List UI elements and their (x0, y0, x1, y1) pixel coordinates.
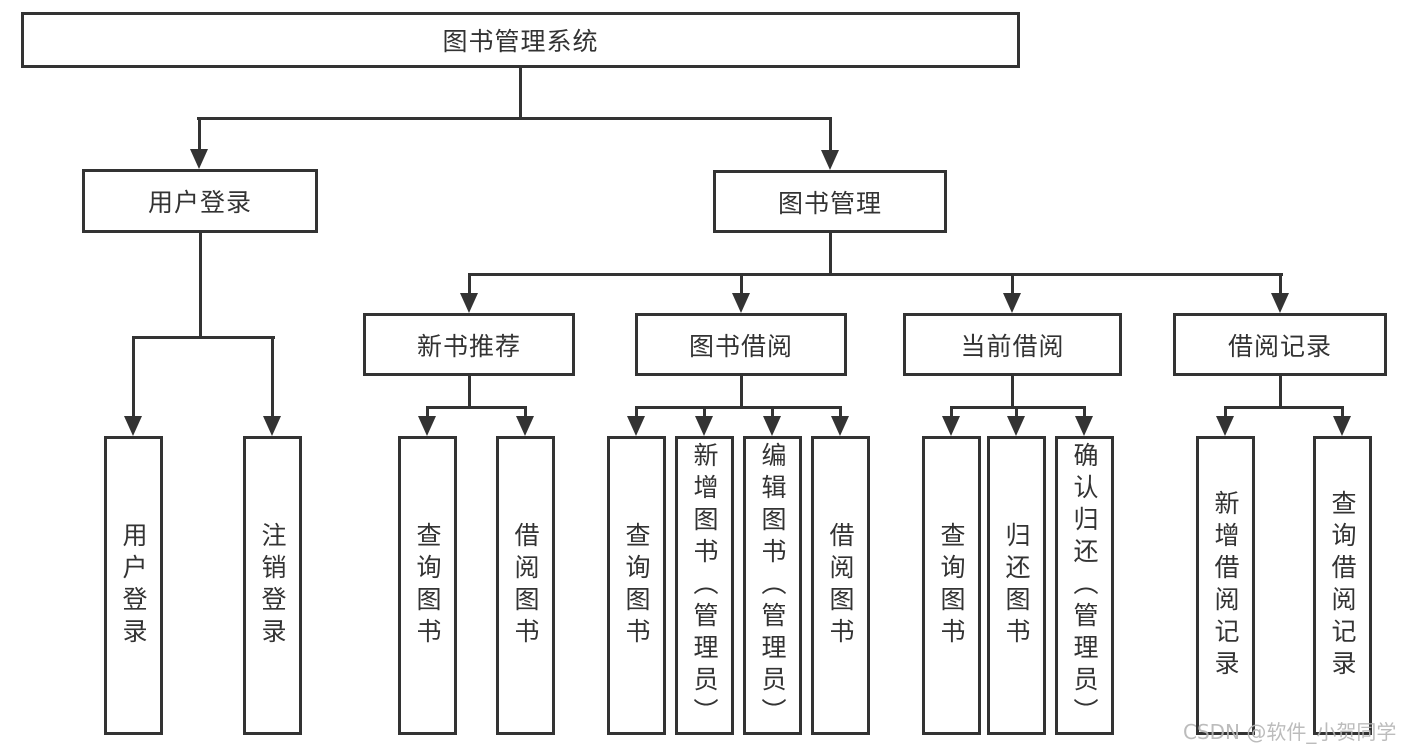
leaf-bb-edit-book: 编辑图书（管理员） (743, 436, 802, 735)
leaf-bb-borrow-book-label: 借阅图书 (826, 521, 855, 650)
node-borrow-record: 借阅记录 (1173, 313, 1387, 376)
connector-nbr-hline (425, 406, 527, 409)
node-book-borrow: 图书借阅 (635, 313, 847, 376)
arrow-to-nbr-borrow (516, 408, 534, 436)
leaf-cb-return-book: 归还图书 (987, 436, 1046, 735)
leaf-br-query-record: 查询借阅记录 (1313, 436, 1372, 735)
node-root-label: 图书管理系统 (442, 27, 599, 56)
leaf-br-add-record: 新增借阅记录 (1196, 436, 1255, 735)
arrowhead-icon (516, 416, 534, 436)
arrow-to-book-mgmt (821, 119, 839, 170)
node-book-mgmt: 图书管理 (713, 170, 947, 233)
node-root: 图书管理系统 (21, 12, 1020, 68)
arrowhead-icon (1003, 293, 1021, 313)
arrowhead-icon (190, 149, 208, 169)
arrowhead-icon (1271, 293, 1289, 313)
arrowhead-icon (1007, 416, 1025, 436)
arrow-to-cb-query (942, 408, 960, 436)
leaf-nbr-borrow-book-label: 借阅图书 (511, 521, 540, 650)
arrowhead-icon (263, 416, 281, 436)
arrow-to-book-borrow (732, 275, 750, 313)
connector-br-hline (1223, 406, 1344, 409)
leaf-logout: 注销登录 (243, 436, 302, 735)
arrowhead-icon (763, 416, 781, 436)
leaf-br-add-record-label: 新增借阅记录 (1211, 489, 1240, 682)
leaf-bb-add-book: 新增图书（管理员） (675, 436, 734, 735)
arrowhead-icon (460, 293, 478, 313)
watermark: CSDN @软件_小贺同学 (1183, 720, 1397, 744)
arrow-to-bb-query (627, 408, 645, 436)
arrow-to-bb-edit (763, 408, 781, 436)
leaf-nbr-borrow-book: 借阅图书 (496, 436, 555, 735)
arrow-to-borrow-record (1271, 275, 1289, 313)
node-user-login: 用户登录 (82, 169, 318, 233)
node-new-book-rec: 新书推荐 (363, 313, 575, 376)
arrow-to-br-add (1216, 408, 1234, 436)
leaf-cb-query-book: 查询图书 (922, 436, 981, 735)
node-current-borrow: 当前借阅 (903, 313, 1122, 376)
arrowhead-icon (124, 416, 142, 436)
leaf-cb-confirm-return-label: 确认归还（管理员） (1070, 441, 1099, 730)
node-book-borrow-label: 图书借阅 (688, 331, 793, 361)
arrowhead-icon (1075, 416, 1093, 436)
arrow-to-ul-login (124, 338, 142, 436)
leaf-bb-edit-book-label: 编辑图书（管理员） (758, 441, 787, 730)
arrow-to-current-borrow (1003, 275, 1021, 313)
arrow-to-cb-confirm (1075, 408, 1093, 436)
leaf-nbr-query-book-label: 查询图书 (413, 521, 442, 650)
connector-bb-hline (634, 406, 842, 409)
arrowhead-icon (1333, 416, 1351, 436)
arrow-to-cb-return (1007, 408, 1025, 436)
arrowhead-icon (821, 150, 839, 170)
leaf-cb-return-book-label: 归还图书 (1002, 521, 1031, 650)
connector-bb-stem (739, 376, 743, 409)
arrow-to-ul-logout (263, 338, 281, 436)
leaf-logout-label: 注销登录 (258, 521, 287, 650)
leaf-br-query-record-label: 查询借阅记录 (1328, 489, 1357, 682)
node-borrow-record-label: 借阅记录 (1227, 331, 1332, 361)
connector-cb-stem (1010, 376, 1014, 409)
arrowhead-icon (831, 416, 849, 436)
connector-root-stem (519, 68, 522, 120)
connector-user-login-hline (131, 336, 275, 339)
arrowhead-icon (627, 416, 645, 436)
connector-book-mgmt-hline (467, 273, 1283, 276)
arrowhead-icon (695, 416, 713, 436)
leaf-bb-query-book: 查询图书 (607, 436, 666, 735)
leaf-bb-query-book-label: 查询图书 (622, 521, 651, 650)
leaf-nbr-query-book: 查询图书 (398, 436, 457, 735)
connector-nbr-stem (467, 376, 471, 409)
node-book-mgmt-label: 图书管理 (777, 188, 882, 218)
arrowhead-icon (942, 416, 960, 436)
arrowhead-icon (1216, 416, 1234, 436)
arrow-to-nbr-query (418, 408, 436, 436)
arrow-to-bb-add (695, 408, 713, 436)
leaf-cb-confirm-return: 确认归还（管理员） (1055, 436, 1114, 735)
arrow-to-br-query (1333, 408, 1351, 436)
arrow-to-bb-borrow (831, 408, 849, 436)
connector-br-stem (1278, 376, 1282, 409)
arrowhead-icon (418, 416, 436, 436)
arrowhead-icon (732, 293, 750, 313)
node-current-borrow-label: 当前借阅 (960, 331, 1065, 361)
connector-cb-hline (949, 406, 1086, 409)
leaf-cb-query-book-label: 查询图书 (937, 521, 966, 650)
node-new-book-rec-label: 新书推荐 (416, 331, 521, 361)
leaf-user-login: 用户登录 (104, 436, 163, 735)
connector-user-login-stem (198, 233, 202, 339)
arrow-to-user-login (190, 119, 208, 169)
node-user-login-label: 用户登录 (147, 188, 252, 217)
connector-book-mgmt-stem (828, 233, 832, 276)
arrow-to-new-book-rec (460, 275, 478, 313)
leaf-user-login-label: 用户登录 (119, 521, 148, 650)
connector-root-hline (197, 117, 832, 120)
leaf-bb-borrow-book: 借阅图书 (811, 436, 870, 735)
leaf-bb-add-book-label: 新增图书（管理员） (690, 441, 719, 730)
